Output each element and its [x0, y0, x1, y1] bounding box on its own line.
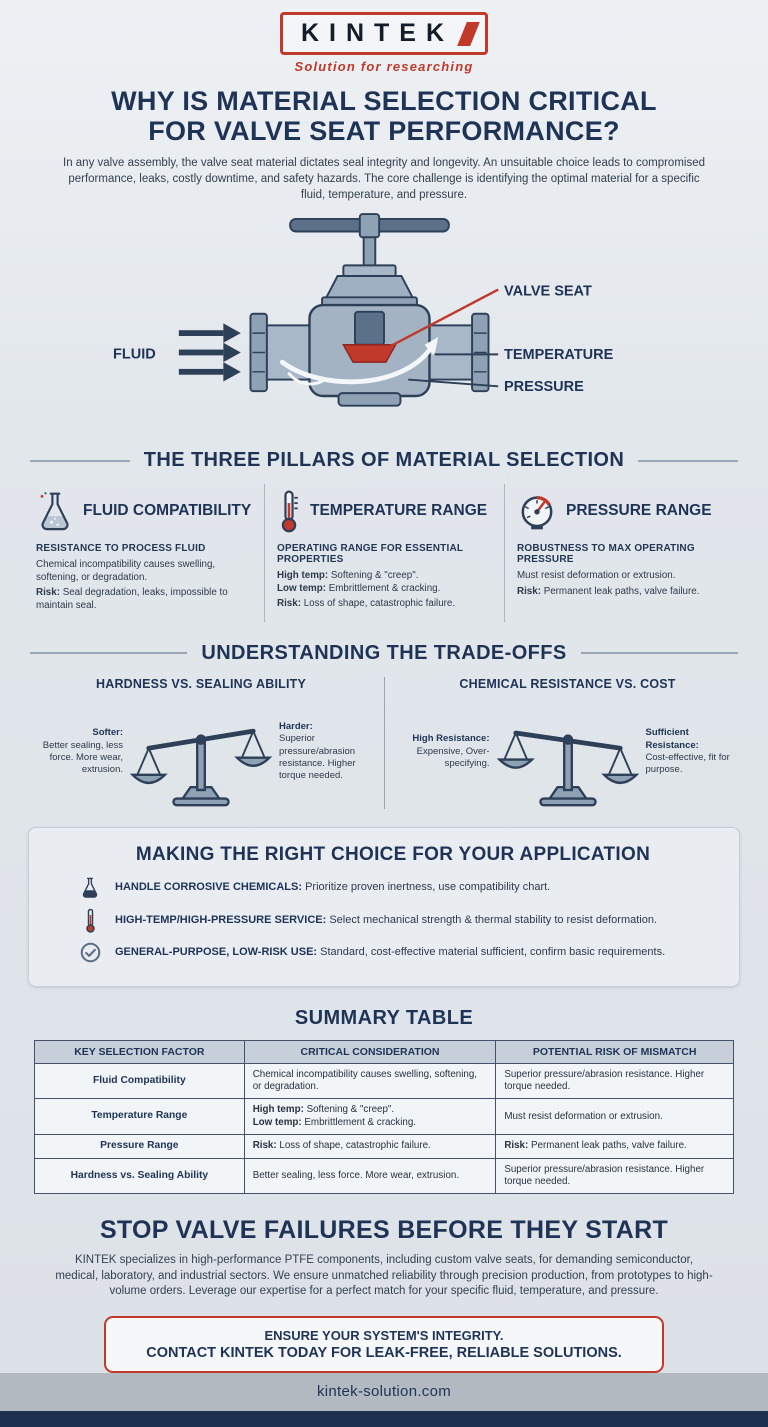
tradeoffs-section-heading: UNDERSTANDING THE TRADE-OFFS: [30, 642, 738, 665]
tradeoff-left-text: High Resistance: Expensive, Over-specify…: [412, 733, 490, 770]
valve-seat-leader-line: [381, 288, 499, 352]
intro-paragraph: In any valve assembly, the valve seat ma…: [63, 157, 705, 201]
tradeoff-left-text: Softer: Better sealing, less force. More…: [42, 727, 123, 776]
flask-icon: [40, 492, 69, 531]
logo-tagline: Solution for researching: [294, 59, 474, 74]
flask-icon: [82, 877, 98, 898]
choice-item-corrosive: HANDLE CORROSIVE CHEMICALS: Prioritize p…: [77, 876, 709, 899]
table-row: Hardness vs. Sealing Ability Better seal…: [34, 1157, 734, 1195]
right-choice-panel: MAKING THE RIGHT CHOICE FOR YOUR APPLICA…: [28, 826, 740, 987]
pillar-title: FLUID COMPATIBILITY: [83, 501, 252, 519]
header: KINTEK Solution for researching: [0, 0, 768, 74]
valve-cross-section-illustration: FLUID VALVE SEAT TEMPERATURE PRESSURE: [113, 213, 614, 407]
tradeoff-right-text: Sufficient Resistance: Cost-effective, f…: [645, 727, 730, 776]
col-header-factor: KEY SELECTION FACTOR: [34, 1039, 245, 1064]
logo-slash-icon: [457, 21, 480, 46]
tradeoff-title: CHEMICAL RESISTANCE VS. COST: [459, 676, 676, 691]
pillar-title: PRESSURE RANGE: [566, 501, 712, 519]
valve-seat-label: VALVE SEAT: [504, 283, 592, 299]
footer: kintek-solution.com: [0, 1372, 768, 1427]
choice-item-general-purpose: GENERAL-PURPOSE, LOW-RISK USE: Standard,…: [77, 942, 709, 963]
table-header-row: KEY SELECTION FACTOR CRITICAL CONSIDERAT…: [34, 1039, 734, 1064]
tradeoff-title: HARDNESS VS. SEALING ABILITY: [95, 676, 307, 691]
summary-table: KEY SELECTION FACTOR CRITICAL CONSIDERAT…: [34, 1039, 734, 1195]
balance-scale-icon: [129, 728, 273, 807]
logo-text: KINTEK: [300, 19, 455, 47]
choice-text: GENERAL-PURPOSE, LOW-RISK USE: Standard,…: [115, 946, 666, 959]
cta-line2: CONTACT KINTEK TODAY FOR LEAK-FREE, RELI…: [146, 1344, 622, 1361]
check-icon: [80, 942, 100, 963]
pressure-leader-line: [408, 378, 499, 388]
kintek-logo: KINTEK: [279, 12, 489, 55]
right-choice-heading: MAKING THE RIGHT CHOICE FOR YOUR APPLICA…: [135, 843, 651, 865]
pillar-pressure-range: PRESSURE RANGE ROBUSTNESS TO MAX OPERATI…: [504, 484, 744, 622]
footer-url: kintek-solution.com: [316, 1383, 452, 1401]
table-row: Pressure Range Risk: Loss of shape, cata…: [34, 1133, 734, 1159]
fluid-label: FLUID: [113, 346, 156, 362]
pressure-label: PRESSURE: [504, 379, 584, 395]
pillar-subtitle: RESISTANCE TO PROCESS FLUID: [36, 543, 206, 555]
tradeoff-right-text: Harder: Superior pressure/abrasion resis…: [279, 721, 356, 782]
choice-text: HANDLE CORROSIVE CHEMICALS: Prioritize p…: [115, 881, 551, 894]
tradeoffs-section: HARDNESS VS. SEALING ABILITY Softer: Bet…: [0, 676, 768, 809]
pillar-subtitle: ROBUSTNESS TO MAX OPERATING PRESSURE: [517, 543, 695, 566]
thermometer-icon: [281, 490, 298, 533]
temperature-label: TEMPERATURE: [504, 347, 614, 363]
pillars-section-heading: THE THREE PILLARS OF MATERIAL SELECTION: [30, 449, 738, 472]
pillar-risk: Risk: Seal degradation, leaks, impossibl…: [36, 587, 228, 612]
cta-line1: ENSURE YOUR SYSTEM'S INTEGRITY.: [264, 1327, 504, 1343]
pillar-title: TEMPERATURE RANGE: [310, 501, 488, 519]
pillar-fluid-compatibility: FLUID COMPATIBILITY RESISTANCE TO PROCES…: [24, 484, 264, 622]
cta-body: KINTEK specializes in high-performance P…: [55, 1254, 713, 1298]
page-title-line2: FOR VALVE SEAT PERFORMANCE?: [148, 116, 620, 147]
pillar-risk: Risk: Loss of shape, catastrophic failur…: [277, 598, 456, 610]
pillar-risk: Risk: Permanent leak paths, valve failur…: [517, 585, 700, 597]
col-header-consideration: CRITICAL CONSIDERATION: [243, 1039, 497, 1064]
choice-text: HIGH-TEMP/HIGH-PRESSURE SERVICE: Select …: [115, 914, 658, 927]
cta-heading: STOP VALVE FAILURES BEFORE THEY START: [99, 1216, 669, 1245]
gauge-icon: [521, 496, 553, 530]
balance-scale-icon: [496, 730, 639, 807]
table-row: Temperature Range High temp: Softening &…: [34, 1098, 734, 1135]
page-title-line1: WHY IS MATERIAL SELECTION CRITICAL: [111, 86, 657, 116]
choice-item-high-temp-pressure: HIGH-TEMP/HIGH-PRESSURE SERVICE: Select …: [77, 908, 709, 933]
col-header-risk: POTENTIAL RISK OF MISMATCH: [495, 1039, 734, 1064]
flow-arrows-icon: [178, 323, 241, 382]
table-row: Fluid Compatibility Chemical incompatibi…: [34, 1062, 734, 1100]
cta-callout-box: ENSURE YOUR SYSTEM'S INTEGRITY. CONTACT …: [104, 1315, 664, 1373]
pillar-text: High temp: Softening & "creep". Low temp…: [277, 570, 441, 594]
tradeoff-hardness-vs-sealing: HARDNESS VS. SEALING ABILITY Softer: Bet…: [18, 677, 384, 809]
summary-table-heading: SUMMARY TABLE: [294, 1006, 474, 1029]
pillar-text: Chemical incompatibility causes swelling…: [36, 559, 216, 583]
thermometer-icon: [85, 908, 95, 933]
valve-diagram: FLUID VALVE SEAT TEMPERATURE PRESSURE: [0, 209, 768, 439]
pillar-text: Must resist deformation or extrusion.: [517, 570, 676, 582]
footer-strip: [0, 1410, 768, 1427]
tradeoff-resistance-vs-cost: CHEMICAL RESISTANCE VS. COST High Resist…: [384, 676, 750, 809]
page-title: WHY IS MATERIAL SELECTION CRITICAL FOR V…: [0, 86, 768, 146]
pillar-temperature-range: TEMPERATURE RANGE OPERATING RANGE FOR ES…: [264, 484, 504, 622]
pillar-subtitle: OPERATING RANGE FOR ESSENTIAL PROPERTIES: [277, 543, 464, 566]
pillars-section: FLUID COMPATIBILITY RESISTANCE TO PROCES…: [0, 484, 768, 622]
